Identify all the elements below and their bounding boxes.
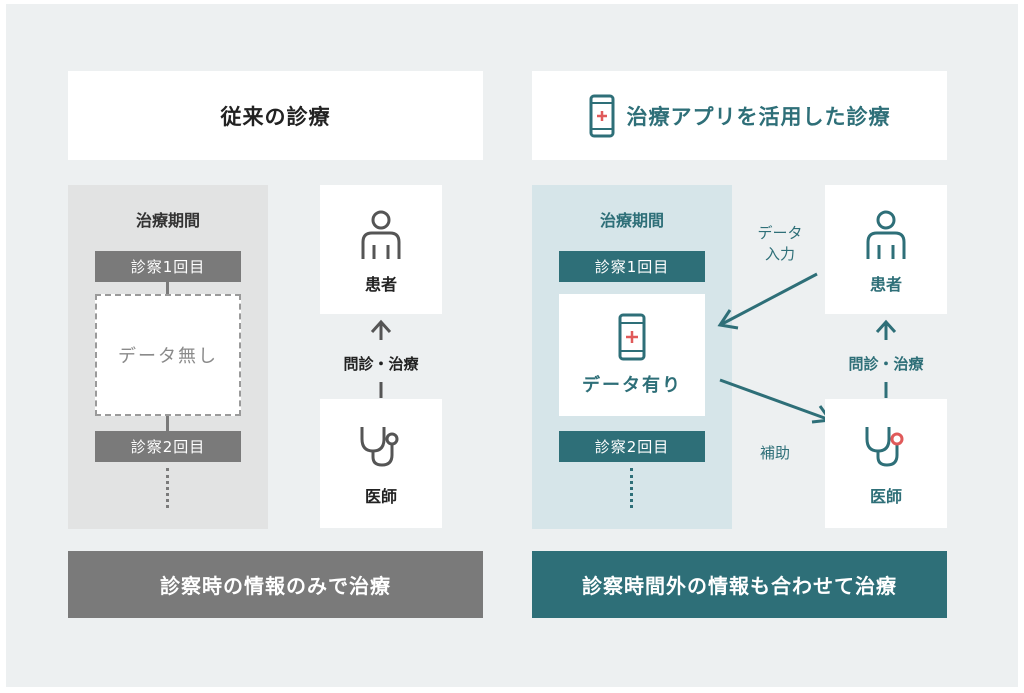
right-up-arrow — [874, 318, 898, 402]
left-no-data-box: データ無し — [95, 294, 241, 416]
left-visit2-bar: 診察2回目 — [95, 431, 241, 462]
right-assist-label: 補助 — [759, 443, 790, 462]
stethoscope-icon — [356, 425, 406, 469]
person-icon — [864, 209, 908, 261]
right-patient-label: 患者 — [869, 274, 902, 294]
left-dotted-continuation — [166, 468, 169, 508]
left-patient-box: 患者 — [320, 185, 442, 314]
data-input-line2: 入力 — [764, 245, 795, 263]
right-period-title: 治療期間 — [599, 211, 664, 230]
right-dotted-continuation — [630, 468, 633, 508]
left-no-data-label: データ無し — [118, 346, 218, 367]
left-visit1-bar: 診察1回目 — [95, 251, 241, 282]
right-footer-banner: 診察時間外の情報も合わせて治療 — [532, 551, 947, 618]
right-visit2-bar: 診察2回目 — [559, 431, 705, 462]
right-data-present-label: データ有り — [582, 375, 682, 396]
right-patient-box: 患者 — [825, 185, 947, 314]
right-arrow-label: 問診・治療 — [825, 352, 947, 374]
data-input-line1: データ — [757, 224, 803, 242]
smartphone-medical-icon — [618, 313, 646, 361]
right-visit1-bar: 診察1回目 — [559, 251, 705, 282]
left-header-box: 従来の診療 — [68, 71, 483, 160]
right-doctor-label: 医師 — [869, 486, 902, 506]
stethoscope-icon — [861, 425, 911, 469]
left-arrow-label: 問診・治療 — [320, 352, 442, 374]
smartphone-medical-icon — [589, 94, 615, 138]
left-footer-banner: 診察時の情報のみで治療 — [68, 551, 483, 618]
person-icon — [359, 209, 403, 261]
right-header-box: 治療アプリを活用した診療 — [532, 71, 947, 160]
left-up-arrow — [369, 318, 393, 402]
right-flow-arrows — [700, 260, 833, 430]
right-data-input-label: データ 入力 — [745, 218, 815, 268]
left-patient-label: 患者 — [364, 274, 397, 294]
left-header-title: 従来の診療 — [220, 104, 331, 129]
right-doctor-box: 医師 — [825, 399, 947, 528]
left-period-title: 治療期間 — [135, 211, 200, 230]
left-doctor-label: 医師 — [364, 486, 397, 506]
right-footer-text: 診察時間外の情報も合わせて治療 — [582, 574, 897, 598]
left-connector-top — [166, 282, 169, 294]
left-doctor-box: 医師 — [320, 399, 442, 528]
right-data-present-box: データ有り — [559, 294, 705, 416]
left-footer-text: 診察時の情報のみで治療 — [160, 574, 391, 598]
right-header-title: 治療アプリを活用した診療 — [626, 104, 891, 129]
left-connector-mid — [166, 416, 169, 431]
